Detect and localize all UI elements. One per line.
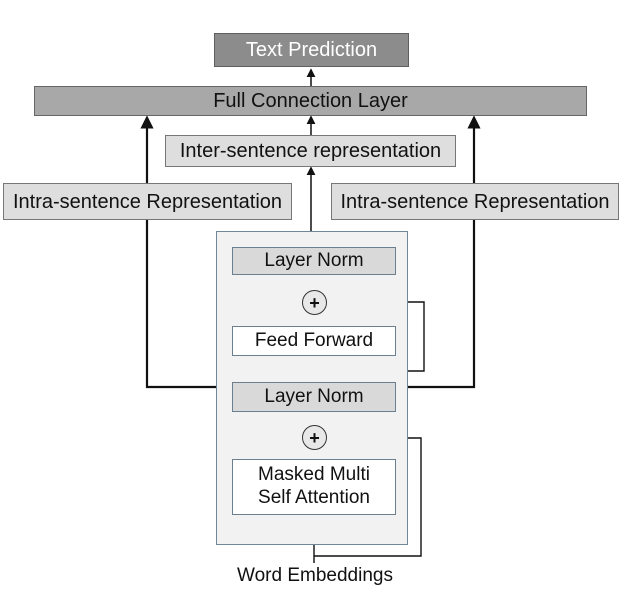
left-intra-sentence-representation-box: Intra-sentence Representation [3,183,292,220]
word-embeddings-label: Word Embeddings [237,565,393,586]
full-connection-layer-label: Full Connection Layer [213,90,408,112]
bottom-layer-norm-box: Layer Norm [232,382,396,412]
right-intra-sentence-representation-box: Intra-sentence Representation [331,183,619,220]
top-plus-node-icon: + [302,290,327,315]
bottom-plus-symbol: + [309,427,320,448]
bottom-layer-norm-label: Layer Norm [264,385,364,407]
masked-multi-line-1: Masked Multi [258,464,370,486]
top-layer-norm-label: Layer Norm [264,249,364,271]
full-connection-layer-box: Full Connection Layer [34,86,587,116]
left-intra-sentence-representation-label: Intra-sentence Representation [12,190,283,213]
top-layer-norm-box: Layer Norm [232,247,396,275]
bottom-plus-node-icon: + [302,425,327,450]
feed-forward-label: Feed Forward [254,329,374,351]
masked-multi-line-2: Self Attention [258,487,370,508]
right-intra-sentence-representation-label: Intra-sentence Representation [340,190,610,213]
feed-forward-box: Feed Forward [232,326,396,356]
text-prediction-label: Text Prediction [245,39,378,61]
inter-sentence-representation-label: Inter-sentence representation [179,140,442,162]
top-plus-symbol: + [309,292,320,313]
masked-multi-self-attention-box: Masked Multi Self Attention [232,459,396,515]
text-prediction-box: Text Prediction [214,33,409,67]
inter-sentence-representation-box: Inter-sentence representation [165,135,456,167]
